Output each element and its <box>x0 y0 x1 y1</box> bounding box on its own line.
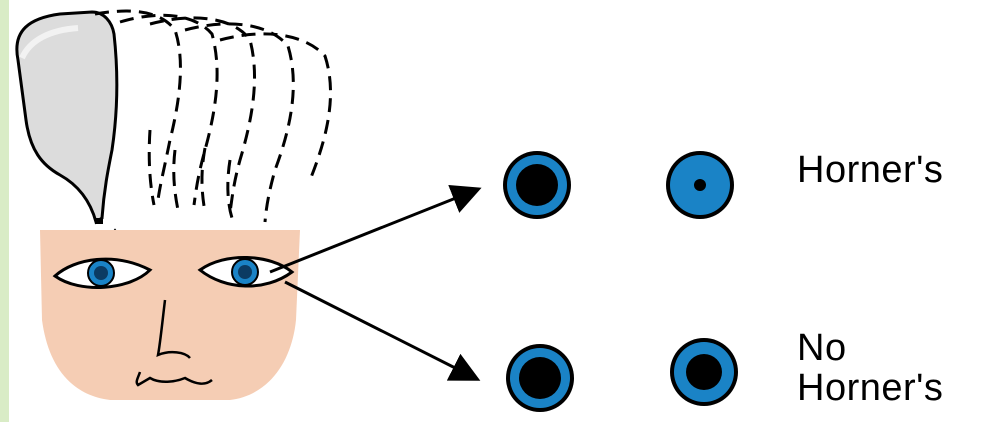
face <box>40 230 300 400</box>
arrow-to-bottom-row <box>285 282 475 378</box>
no-horner-label: No Horner's <box>797 328 943 408</box>
no-horner-label-line1: No <box>797 328 943 368</box>
dropper-bottle-icon <box>17 12 117 224</box>
top-pupil-horner-icon <box>666 151 734 219</box>
top-pupil-before-icon <box>503 151 571 219</box>
no-horner-label-line2: Horner's <box>797 368 943 408</box>
arrow-to-top-row <box>270 190 476 272</box>
dropper-motion-lines <box>95 11 331 222</box>
bottom-pupil-no-horner-icon <box>670 338 738 406</box>
horner-label: Horner's <box>797 150 943 190</box>
bottom-pupil-before-icon <box>506 344 574 412</box>
